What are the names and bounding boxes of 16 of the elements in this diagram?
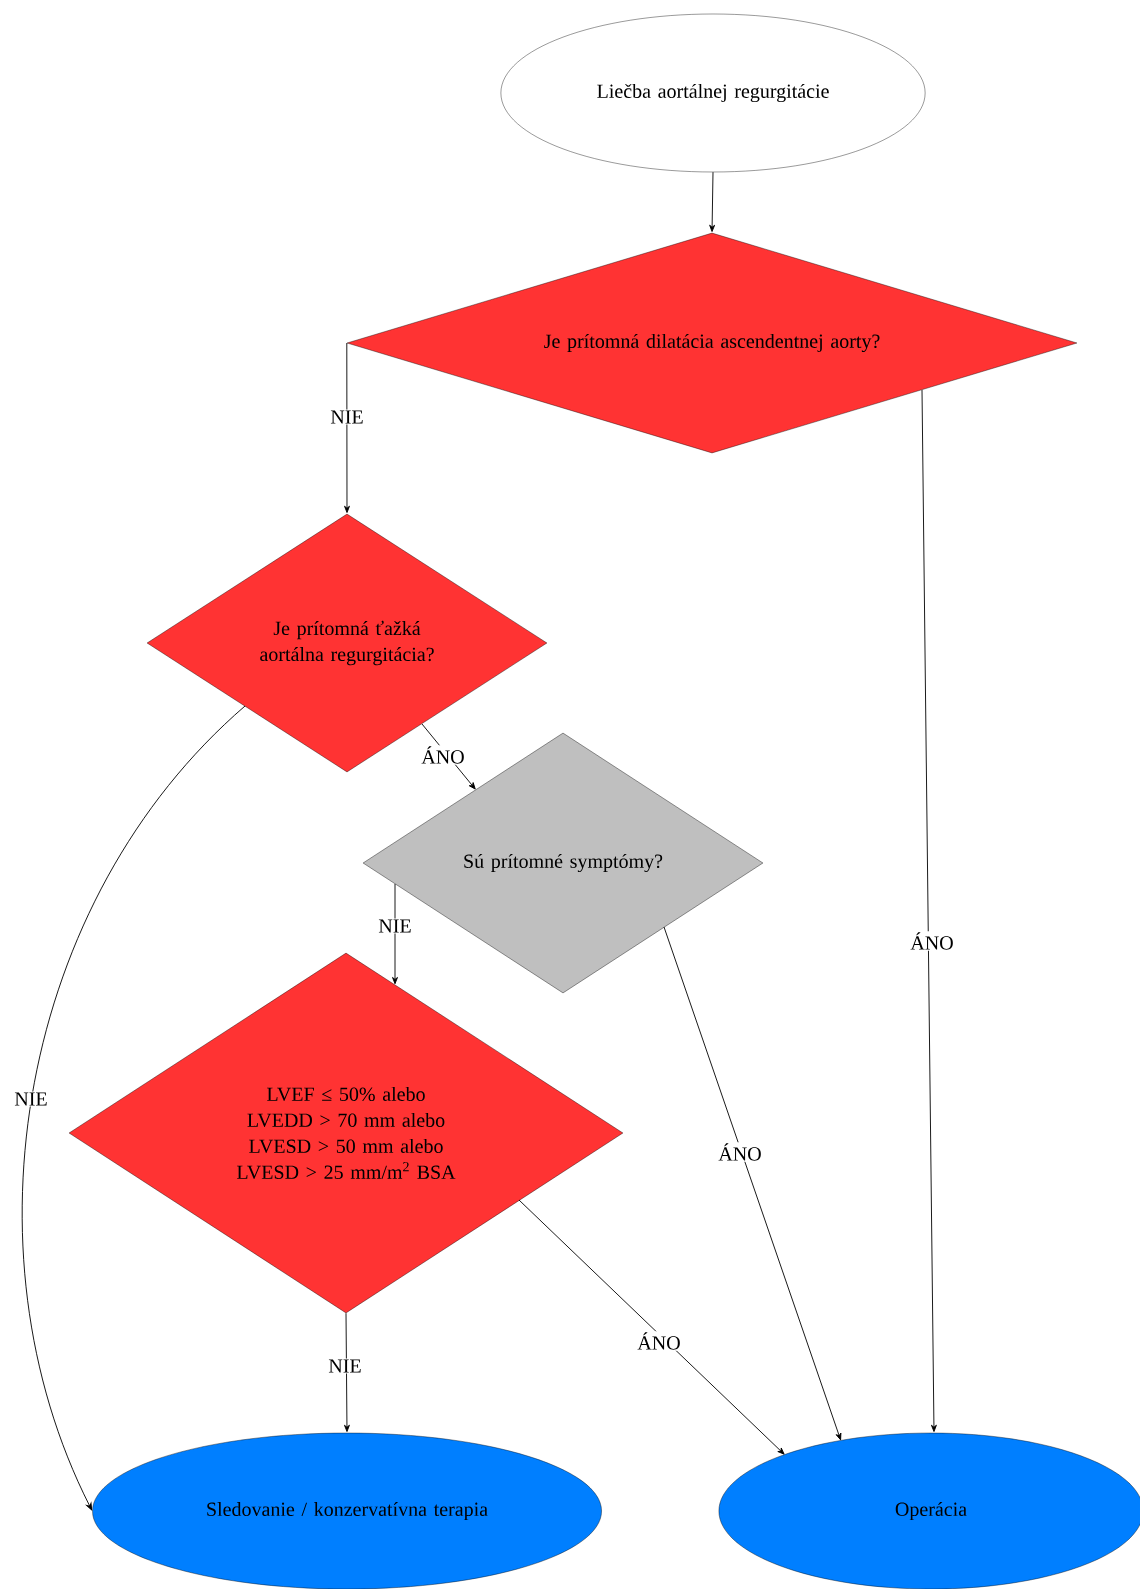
edge-label: NIE: [329, 409, 365, 425]
edge-label: NIE: [377, 918, 413, 934]
edge-label: ÁNO: [717, 1142, 763, 1162]
edge-label: ÁNO: [909, 931, 955, 951]
arrow: [344, 342, 350, 513]
arrow: [518, 1199, 785, 1455]
edge-label: ÁNO: [636, 1331, 682, 1351]
arrow: [921, 389, 937, 1433]
edge-label: NIE: [13, 1091, 49, 1107]
arrow: [709, 171, 716, 232]
arrow: [344, 1312, 350, 1433]
arrow: [392, 883, 398, 985]
edge-label: ÁNO: [420, 745, 466, 765]
edge-label: NIE: [327, 1358, 363, 1374]
arrow: [663, 926, 842, 1441]
arrow: [21, 705, 246, 1511]
